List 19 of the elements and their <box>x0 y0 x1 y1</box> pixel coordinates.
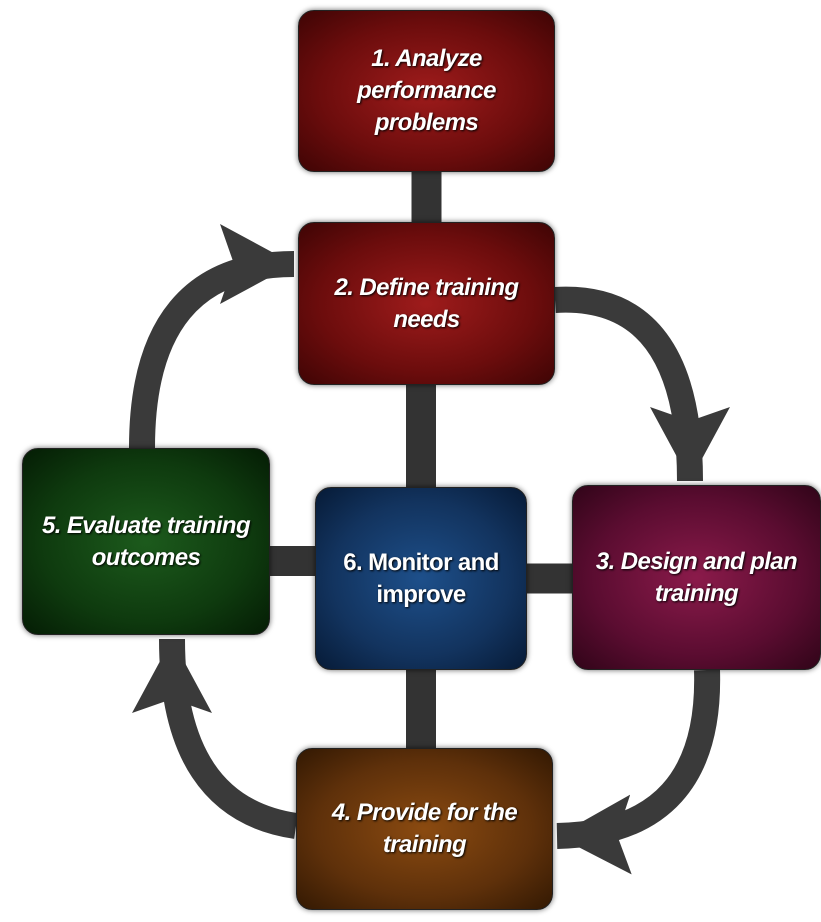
process-box <box>296 748 553 910</box>
connector-bar <box>406 670 436 748</box>
process-box <box>298 10 555 172</box>
step-label: 4. Provide for the training <box>330 798 518 860</box>
process-box <box>298 222 555 385</box>
curved-arrow <box>554 287 728 482</box>
connector-bar <box>270 546 315 576</box>
connector-bar <box>527 564 572 594</box>
connector-bar <box>406 385 436 487</box>
connector-bar <box>412 172 442 222</box>
step-label: 3. Design and plan training <box>594 546 798 608</box>
step-label: 6. Monitor and improve <box>342 548 500 610</box>
step-label: 5. Evaluate training outcomes <box>40 510 252 572</box>
step-label: 1. Analyze performance problems <box>356 44 497 138</box>
process-box <box>572 485 821 670</box>
process-box <box>315 487 527 670</box>
process-box <box>22 448 270 635</box>
step-label: 2. Define training needs <box>333 272 520 334</box>
curved-arrow <box>556 670 720 872</box>
